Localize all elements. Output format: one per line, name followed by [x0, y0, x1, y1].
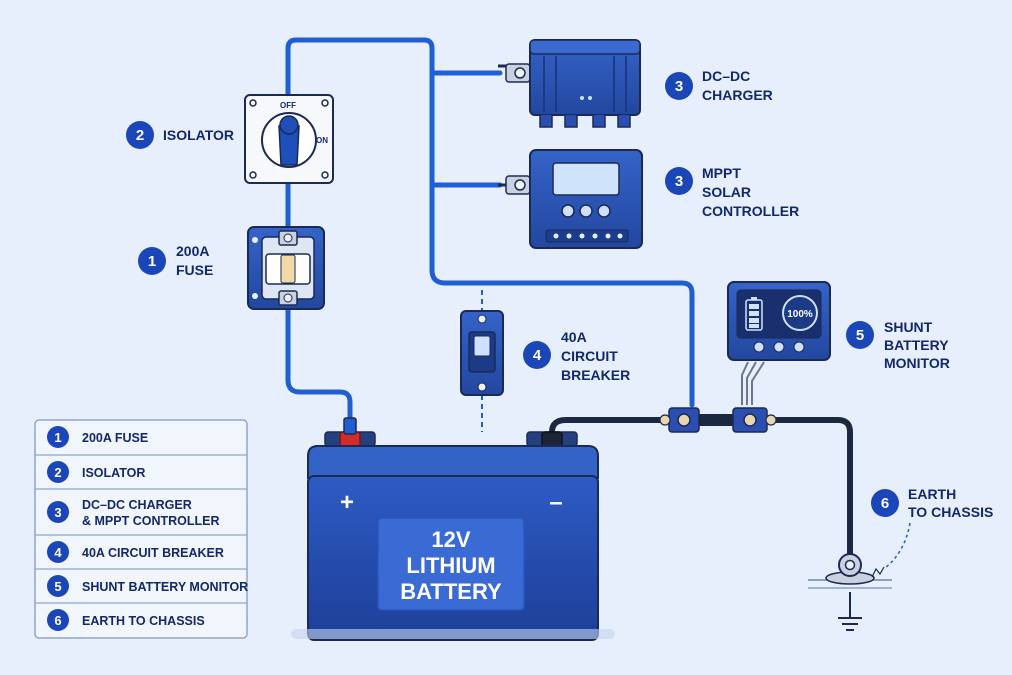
isolator-off-label: OFF	[280, 101, 296, 110]
label-mppt: 3 MPPT SOLAR CONTROLLER	[665, 165, 799, 219]
earth-label-line-2: TO CHASSIS	[908, 504, 993, 520]
badge-4	[523, 341, 551, 369]
battery-level-icon	[745, 297, 763, 331]
badge-2	[126, 121, 154, 149]
breaker-label-line-1: 40A	[561, 329, 587, 345]
isolator-on-label: ON	[316, 136, 328, 145]
legend-num: 3	[54, 505, 61, 520]
mppt-label-line-3: CONTROLLER	[702, 203, 799, 219]
legend-num: 4	[54, 545, 62, 560]
label-breaker: 4 40A CIRCUIT BREAKER	[523, 329, 630, 383]
legend-item-3: 3 DC–DC CHARGER & MPPT CONTROLLER	[47, 498, 220, 528]
fuse-label-line-1: 200A	[176, 243, 209, 259]
legend-text: 40A CIRCUIT BREAKER	[82, 546, 224, 560]
earth-label-line-1: EARTH	[908, 486, 956, 502]
legend-text: ISOLATOR	[82, 466, 145, 480]
badge-number: 3	[675, 173, 683, 190]
badge-number: 2	[136, 127, 144, 144]
fuse-holder	[247, 226, 325, 310]
legend-item-6: 6 EARTH TO CHASSIS	[47, 609, 205, 631]
monitor-percent: 100%	[787, 309, 813, 320]
legend-text: 200A FUSE	[82, 431, 148, 445]
legend-num: 1	[54, 430, 61, 445]
badge-3	[665, 72, 693, 100]
badge-number: 5	[856, 327, 864, 344]
fuse-label-line-2: FUSE	[176, 262, 213, 278]
wire-shunt-to-earth	[767, 417, 853, 578]
legend-text-line-2: & MPPT CONTROLLER	[82, 514, 220, 528]
dcdc-charger	[498, 39, 641, 128]
breaker-label-line-2: CIRCUIT	[561, 348, 618, 364]
legend-text: SHUNT BATTERY MONITOR	[82, 580, 248, 594]
battery-plus: +	[340, 489, 354, 516]
mppt-controller	[498, 149, 643, 249]
battery-label-line-2: LITHIUM	[406, 553, 495, 578]
monitor-sense-wires	[741, 361, 765, 405]
legend-item-5: 5 SHUNT BATTERY MONITOR	[47, 575, 248, 597]
label-shunt: 5 SHUNT BATTERY MONITOR	[846, 319, 950, 371]
badge-number: 4	[533, 347, 542, 364]
badge-number: 3	[675, 78, 683, 95]
badge-5	[846, 321, 874, 349]
legend-item-1: 1 200A FUSE	[47, 426, 148, 448]
badge-number: 1	[148, 253, 156, 270]
isolator-switch: OFF ON	[244, 94, 334, 184]
battery-label-line-1: 12V	[431, 527, 470, 552]
badge-number: 6	[881, 495, 889, 512]
isolator-label-text: ISOLATOR	[163, 127, 234, 143]
chassis-earth	[808, 522, 911, 631]
legend-text: EARTH TO CHASSIS	[82, 614, 205, 628]
battery-minus: –	[549, 489, 562, 516]
dcdc-label-line-2: CHARGER	[702, 87, 773, 103]
legend-item-4: 4 40A CIRCUIT BREAKER	[47, 541, 224, 563]
positive-wires	[285, 37, 695, 435]
badge-6	[871, 489, 899, 517]
mppt-label-line-2: SOLAR	[702, 184, 751, 200]
legend-num: 2	[54, 465, 61, 480]
shunt-label-line-1: SHUNT	[884, 319, 933, 335]
badge-1	[138, 247, 166, 275]
battery-label-line-3: BATTERY	[400, 579, 502, 604]
wire-to-shunt	[429, 267, 695, 408]
label-dcdc: 3 DC–DC CHARGER	[665, 68, 773, 103]
wire-isolator-to-bus	[285, 37, 435, 273]
legend: 1 200A FUSE 2 ISOLATOR 3 DC–DC CHARGER &…	[34, 419, 248, 639]
label-isolator: 2 ISOLATOR	[126, 121, 234, 149]
breaker-label-line-3: BREAKER	[561, 367, 630, 383]
battery-monitor: 100%	[727, 281, 831, 361]
legend-num: 6	[54, 613, 61, 628]
shunt	[659, 407, 777, 433]
lithium-battery: + – 12V LITHIUM BATTERY	[291, 417, 615, 641]
legend-text-line-1: DC–DC CHARGER	[82, 498, 192, 512]
mppt-label-line-1: MPPT	[702, 165, 741, 181]
wire-fuse-to-battery	[285, 307, 353, 435]
label-earth: 6 EARTH TO CHASSIS	[871, 486, 993, 520]
label-fuse: 1 200A FUSE	[138, 243, 213, 278]
dcdc-label-line-1: DC–DC	[702, 68, 750, 84]
legend-num: 5	[54, 579, 61, 594]
shunt-label-line-3: MONITOR	[884, 355, 950, 371]
shunt-label-line-2: BATTERY	[884, 337, 949, 353]
legend-item-2: 2 ISOLATOR	[47, 461, 145, 483]
badge-3	[665, 167, 693, 195]
circuit-breaker	[460, 310, 504, 396]
